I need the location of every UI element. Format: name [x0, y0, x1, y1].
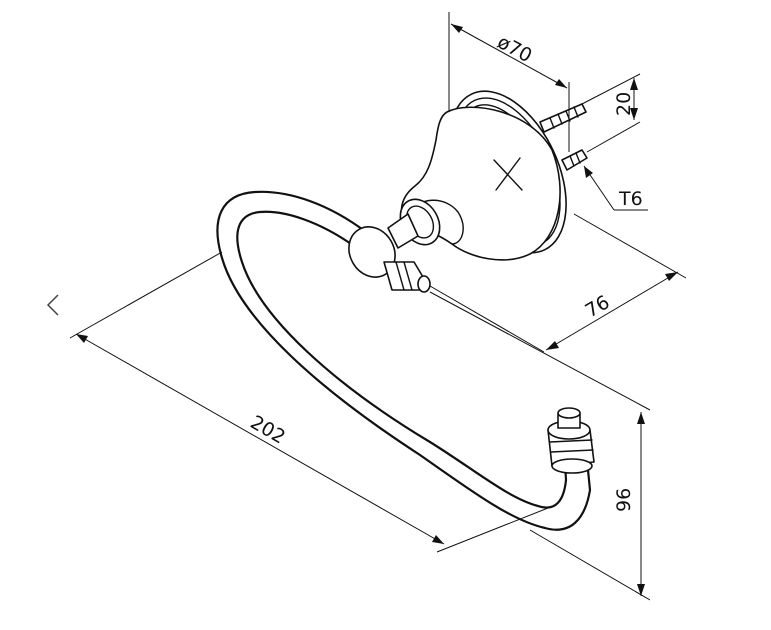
cross-mark-line-2 — [495, 157, 521, 191]
towel-holder-product — [216, 90, 595, 531]
chevron-left-icon — [46, 294, 59, 316]
previous-image-button[interactable] — [40, 288, 70, 322]
screw-upper — [539, 103, 587, 133]
dimension-bolt-spacing: 20 — [581, 73, 641, 153]
bell-body — [400, 106, 561, 261]
wall-screws — [539, 103, 588, 171]
screw-lower — [561, 149, 588, 171]
dimension-depth-label: 76 — [582, 291, 614, 322]
dimension-bolt-spacing-label: 20 — [613, 92, 635, 116]
ring-arm — [216, 190, 592, 531]
dimension-screw-label: T6 — [618, 188, 643, 210]
dimension-screw-callout: T6 — [583, 165, 648, 211]
dimension-lines: ø70 20 T6 76 — [69, 12, 687, 601]
dimension-height: 96 — [429, 291, 651, 601]
arm-end-cap-lower — [547, 407, 595, 474]
dimension-diameter-label: ø70 — [494, 31, 536, 67]
dimension-length: 202 — [69, 251, 549, 553]
neck-joint — [387, 198, 441, 249]
dimension-height-label: 96 — [613, 488, 635, 512]
arm-end-knob-upper — [348, 226, 431, 293]
